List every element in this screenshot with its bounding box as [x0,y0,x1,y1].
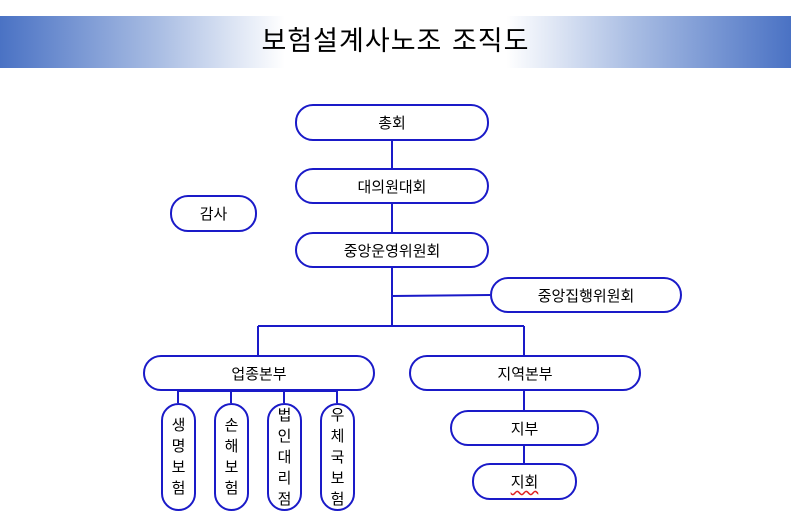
node-general-assembly: 총회 [295,104,489,141]
node-label: 지역본부 [497,364,553,383]
node-label: 중앙운영위원회 [343,241,441,260]
vertical-label: 우체국보험 [330,405,345,508]
vertical-label: 법인대리점 [277,405,292,508]
node-audit: 감사 [170,195,257,232]
node-chapter: 지회 [472,463,577,500]
node-regional-hq: 지역본부 [409,355,641,391]
title-banner: 보험설계사노조 조직도 [0,16,791,68]
node-label: 업종본부 [231,364,287,383]
node-central-executive-committee: 중앙집행위원회 [490,277,682,313]
line-to-executive [391,294,491,297]
vertical-label: 손해보험 [224,416,239,497]
node-postal-insurance: 우체국보험 [320,403,355,511]
node-central-operating-committee: 중앙운영위원회 [295,232,489,268]
node-label: 총회 [378,114,406,132]
node-delegates-assembly: 대의원대회 [295,168,489,204]
node-label: 대의원대회 [357,177,427,196]
page-title: 보험설계사노조 조직도 [261,26,530,57]
node-corporate-agency: 법인대리점 [267,403,302,511]
vertical-label: 생명보험 [171,416,186,497]
node-non-life-insurance: 손해보험 [214,403,249,511]
node-branch: 지부 [450,410,599,446]
node-label: 중앙집행위원회 [537,286,635,305]
node-label: 지회 [510,473,539,491]
node-life-insurance: 생명보험 [161,403,196,511]
node-label: 감사 [199,205,228,223]
node-label: 지부 [510,419,539,438]
node-industry-hq: 업종본부 [143,355,375,391]
